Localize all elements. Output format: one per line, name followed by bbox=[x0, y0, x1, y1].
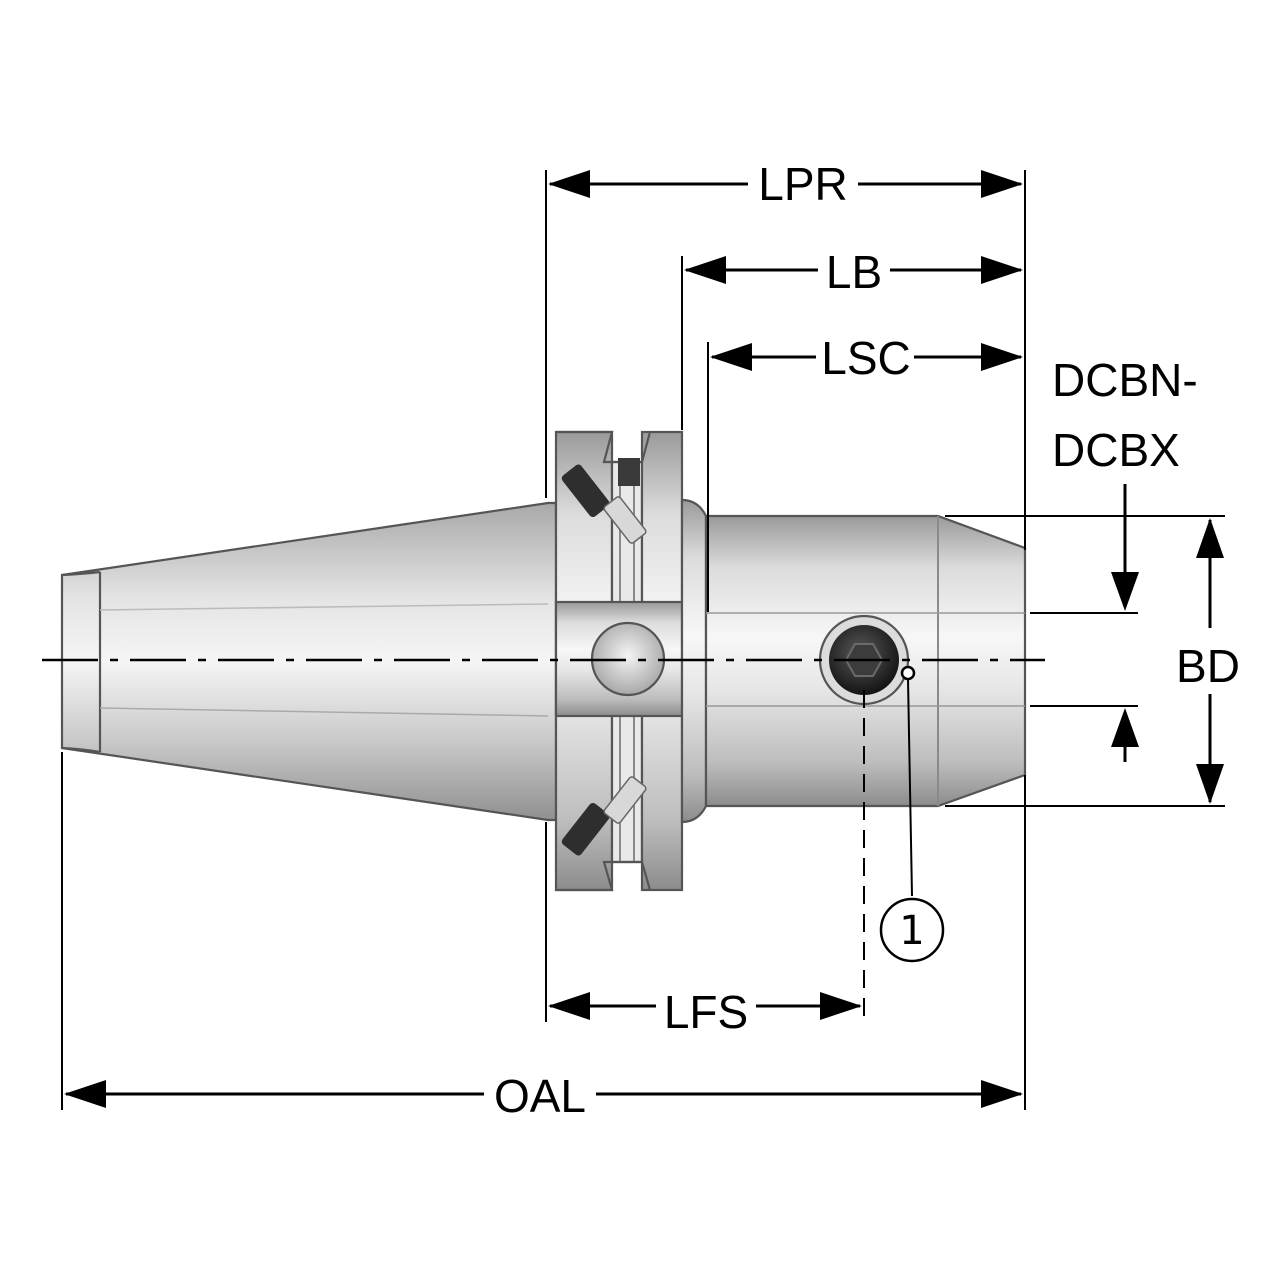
dim-label-dcbn: DCBN- bbox=[1052, 354, 1198, 406]
extension-lines bbox=[61, 170, 1225, 1110]
dim-label-lfs: LFS bbox=[664, 986, 748, 1038]
dim-label-dcbx: DCBX bbox=[1052, 424, 1180, 476]
dim-lb: LB bbox=[684, 246, 1023, 298]
dim-lpr: LPR bbox=[548, 158, 1023, 210]
dim-label-bd: BD bbox=[1176, 640, 1240, 692]
dim-bd: BD bbox=[1176, 518, 1240, 804]
dim-label-lpr: LPR bbox=[758, 158, 847, 210]
taper-cone bbox=[60, 501, 558, 822]
dim-label-lb: LB bbox=[826, 246, 882, 298]
callout-label: 1 bbox=[899, 908, 924, 954]
dim-label-lsc: LSC bbox=[821, 332, 910, 384]
dim-lsc: LSC bbox=[710, 332, 1023, 384]
dim-dcb: DCBN- DCBX bbox=[1052, 354, 1198, 762]
dim-label-oal: OAL bbox=[494, 1070, 586, 1122]
dim-oal: OAL bbox=[64, 1070, 1023, 1122]
dim-lfs: LFS bbox=[548, 986, 862, 1038]
callout-1: 1 bbox=[879, 665, 945, 963]
callout-circle bbox=[879, 897, 945, 963]
